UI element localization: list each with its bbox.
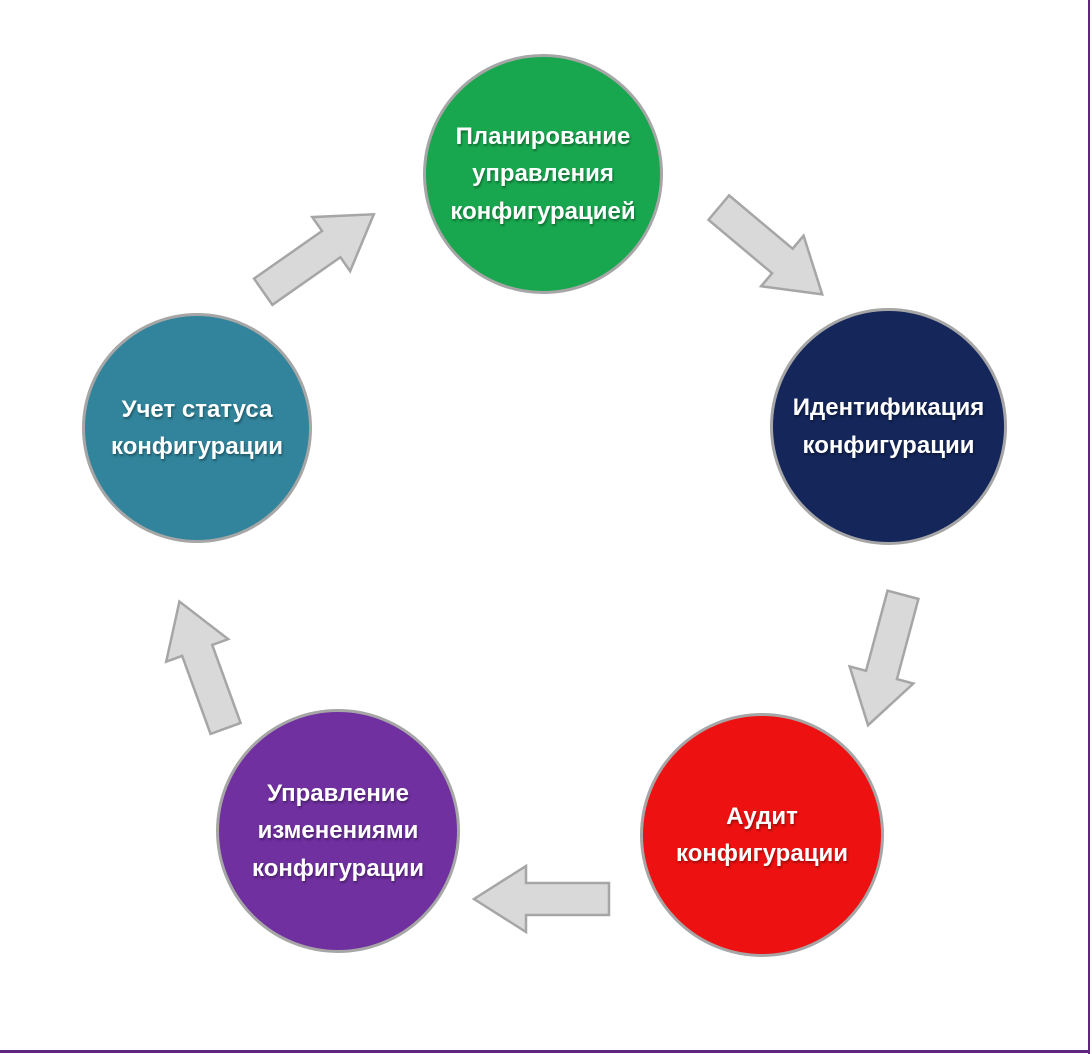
arrow-plan-to-identify-icon	[706, 193, 824, 296]
frame-border-right	[1088, 0, 1090, 1054]
node-configuration-change-management: Управление изменениями конфигурации	[216, 709, 460, 953]
node-label: Учет статуса конфигурации	[111, 395, 283, 460]
arrow-audit-to-change-icon	[471, 863, 611, 935]
frame-border-bottom	[0, 1050, 1090, 1053]
node-label: Идентификация конфигурации	[792, 394, 985, 459]
node-label: Управление изменениями конфигурации	[252, 780, 424, 882]
arrow-status-to-plan-icon	[252, 212, 376, 307]
node-label: Планирование управления конфигурацией	[450, 123, 636, 225]
arrow-change-to-status-icon	[164, 599, 243, 736]
node-configuration-identification: Идентификация конфигурации	[770, 308, 1007, 545]
node-label: Аудит конфигурации	[676, 802, 848, 867]
node-configuration-audit: Аудит конфигурации	[640, 713, 884, 957]
node-configuration-status-accounting: Учет статуса конфигурации	[82, 313, 312, 543]
arrow-identify-to-audit-icon	[847, 589, 920, 728]
node-configuration-management-planning: Планирование управления конфигурацией	[423, 54, 663, 294]
